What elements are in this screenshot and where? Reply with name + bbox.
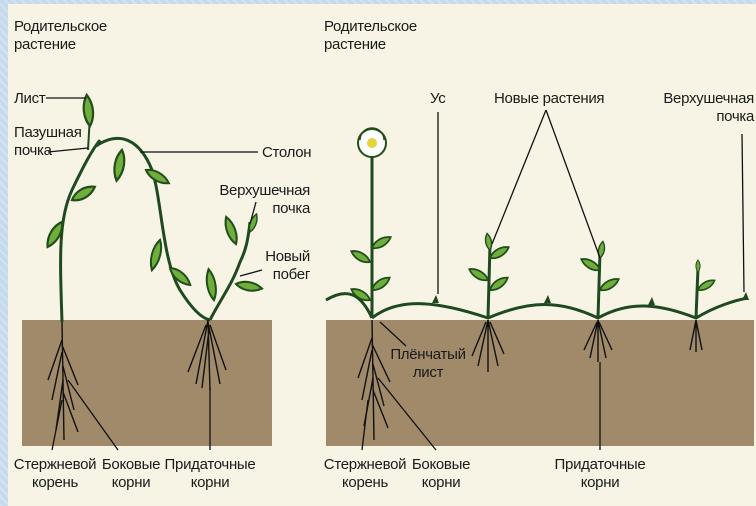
- soil-left: [22, 320, 272, 446]
- right-new-plants-label: Новые растения: [494, 90, 604, 108]
- soil-right: [326, 320, 754, 446]
- left-stolon-plant: [61, 115, 250, 322]
- left-stolon-label: Столон: [262, 144, 311, 162]
- runner-buds: [432, 292, 749, 305]
- right-runner-plant: [326, 150, 748, 318]
- left-leaf-label: Лист: [14, 90, 45, 108]
- right-leaves: [349, 233, 716, 303]
- flower: [358, 128, 386, 157]
- right-runner-label: Ус: [430, 90, 445, 108]
